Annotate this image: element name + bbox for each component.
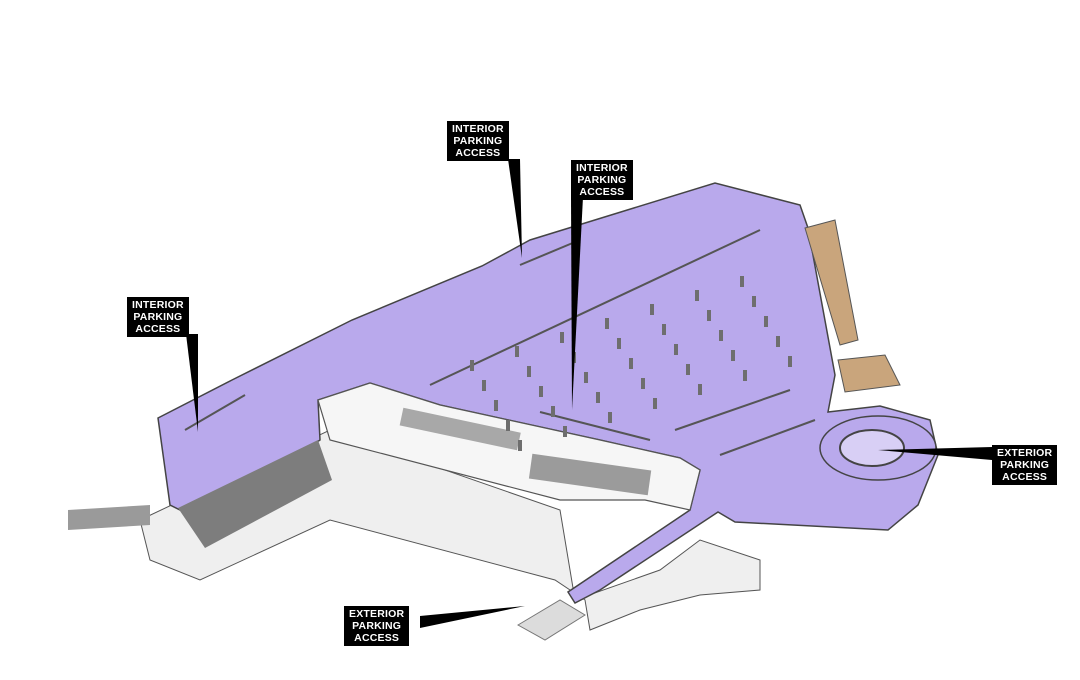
column: [482, 380, 486, 391]
interior-walls: [184, 229, 816, 456]
column: [608, 412, 612, 423]
column: [650, 304, 654, 315]
column: [494, 400, 498, 411]
column: [617, 338, 621, 349]
column: [731, 350, 735, 361]
label-line: INTERIOR: [576, 162, 628, 174]
south-ramp: [516, 599, 586, 641]
column: [743, 370, 747, 381]
column: [662, 324, 666, 335]
column: [764, 316, 768, 327]
column: [674, 344, 678, 355]
column: [776, 336, 780, 347]
label-line: EXTERIOR: [997, 447, 1053, 459]
column: [698, 384, 702, 395]
gray-ramp-area: [178, 440, 332, 548]
label-pointers: [186, 159, 992, 628]
column: [686, 364, 690, 375]
column: [518, 440, 522, 451]
label-line: PARKING: [577, 174, 627, 186]
column: [788, 356, 792, 367]
column: [539, 386, 543, 397]
column: [596, 392, 600, 403]
column: [605, 318, 609, 329]
column: [707, 310, 711, 321]
west-ramp: [68, 505, 150, 530]
column: [641, 378, 645, 389]
column: [551, 406, 555, 417]
retail-strip: [804, 219, 859, 346]
label-interior-parking-access-2: INTERIOR PARKING ACCESS: [571, 160, 633, 200]
label-exterior-parking-access-2: EXTERIOR PARKING ACCESS: [344, 606, 410, 646]
column: [695, 290, 699, 301]
spiral-ramp-core: [839, 429, 905, 467]
label-line: ACCESS: [135, 323, 181, 335]
column: [506, 420, 510, 431]
column: [584, 372, 588, 383]
column: [560, 332, 564, 343]
column: [515, 346, 519, 357]
column: [527, 366, 531, 377]
column: [752, 296, 756, 307]
label-interior-parking-access-1: INTERIOR PARKING ACCESS: [447, 121, 509, 161]
column: [629, 358, 633, 369]
label-line: INTERIOR: [132, 299, 184, 311]
label-line: INTERIOR: [452, 123, 504, 135]
column: [719, 330, 723, 341]
label-line: EXTERIOR: [349, 608, 405, 620]
label-line: ACCESS: [1002, 471, 1048, 483]
label-line: ACCESS: [354, 632, 400, 644]
label-line: PARKING: [1000, 459, 1050, 471]
label-line: ACCESS: [579, 186, 625, 198]
label-line: PARKING: [133, 311, 183, 323]
label-exterior-parking-access-1: EXTERIOR PARKING ACCESS: [992, 445, 1058, 485]
column: [470, 360, 474, 371]
retail-corner: [837, 354, 901, 393]
central-core: [528, 453, 652, 496]
column: [653, 398, 657, 409]
label-interior-parking-access-3: INTERIOR PARKING ACCESS: [127, 297, 189, 337]
label-line: ACCESS: [455, 147, 501, 159]
label-line: PARKING: [453, 135, 503, 147]
column: [563, 426, 567, 437]
column: [740, 276, 744, 287]
label-line: PARKING: [352, 620, 402, 632]
central-core: [399, 407, 521, 451]
